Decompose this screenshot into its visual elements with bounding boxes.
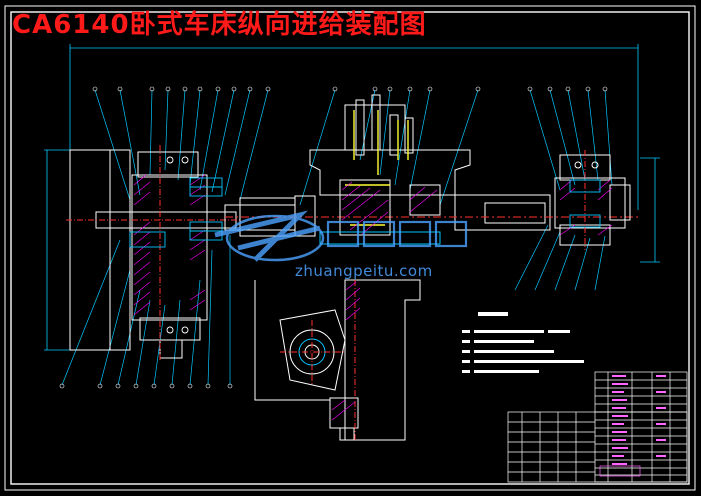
- callout-balloons: [59, 86, 608, 389]
- drawing-frame: [4, 5, 696, 491]
- watermark-brand-glyphs: [326, 220, 468, 248]
- drawing-title: CA6140卧式车床纵向进给装配图: [12, 10, 427, 40]
- title-block: [507, 411, 688, 483]
- left-bearings: [129, 156, 223, 334]
- parts-list-table: [594, 371, 688, 483]
- technical-notes: [462, 312, 584, 373]
- zhuangpeitu-logo-icon: [214, 210, 325, 262]
- callout-leaders: [61, 89, 613, 386]
- lower-bracket: [254, 279, 421, 441]
- left-housing: [66, 145, 240, 360]
- right-bearings: [569, 179, 601, 228]
- watermark-url: zhuangpeitu.com: [295, 262, 433, 280]
- right-housing: [554, 150, 631, 250]
- central-apron-hatch: [345, 110, 409, 226]
- parts-list-entries: [612, 375, 666, 465]
- lower-bracket-hatch: [331, 281, 361, 421]
